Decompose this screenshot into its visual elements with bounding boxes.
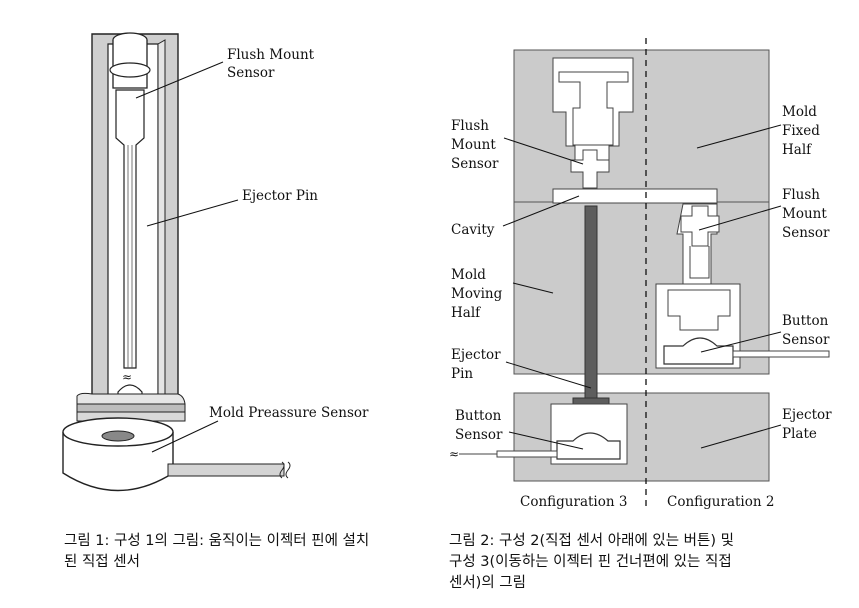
label-configuration-2: Configuration 2: [667, 494, 774, 510]
button-cable-right: [732, 350, 830, 358]
leader-fixed-half: [696, 124, 782, 149]
cable-break2: [285, 461, 291, 479]
label-moving-half-2: Moving: [451, 286, 503, 302]
leader-flush-mount: [135, 61, 224, 99]
cable-break: [279, 461, 285, 479]
label-ejector-plate-2: Plate: [782, 426, 817, 442]
figure1-illustration: ≈: [62, 32, 291, 492]
leader-flush-right: [698, 205, 782, 231]
leader-ejector-pin-2: [505, 361, 592, 389]
leader-moving-half: [512, 282, 554, 294]
label-configuration-3: Configuration 3: [520, 494, 627, 510]
label-flush-mount-2: Sensor: [227, 65, 275, 81]
ejector-pin-dark: [584, 205, 598, 399]
button-sensor-left: [556, 432, 621, 460]
label-flush-left-2: Mount: [451, 137, 496, 153]
label-flush-right-1: Flush: [782, 187, 820, 203]
leader-button-left: [508, 431, 584, 450]
pressure-sensor-body: [62, 432, 174, 492]
cavity: [552, 188, 718, 204]
label-flush-left-1: Flush: [451, 118, 489, 134]
label-flush-mount-1: Flush Mount: [227, 47, 315, 63]
leader-ejector-plate: [700, 424, 782, 449]
label-fixed-half-2: Fixed: [782, 123, 820, 139]
break-mark: ≈: [122, 370, 132, 384]
figure2-illustration: ≈: [449, 38, 830, 508]
plate-layer-3: [76, 392, 186, 405]
flush-sensor-stem-right: [689, 246, 710, 279]
label-ejector-plate-1: Ejector: [782, 407, 832, 423]
leader-ejector-pin: [146, 199, 239, 227]
figure1-caption-line1: 그림 1: 구성 1의 그림: 움직이는 이젝터 핀에 설치: [64, 533, 370, 549]
label-moving-half-1: Mold: [451, 267, 486, 283]
label-flush-left-3: Sensor: [451, 156, 499, 172]
button-cable-left: [496, 450, 558, 458]
figure2-caption: 그림 2: 구성 2(직접 센서 아래에 있는 버튼) 및 구성 3(이동하는 …: [449, 531, 734, 594]
cable-break-left: ≈: [449, 447, 459, 461]
flush-sensor-ring: [109, 62, 151, 78]
plate-layer-1: [76, 403, 186, 413]
leader-flush-left: [503, 137, 584, 165]
label-flush-right-2: Mount: [782, 206, 827, 222]
pressure-sensor-button: [101, 430, 135, 442]
flush-sensor-inner-right: [667, 289, 731, 331]
label-fixed-half-1: Mold: [782, 104, 817, 120]
leader-cavity: [502, 195, 580, 227]
ejector-pin-body: [115, 89, 145, 369]
leader-button-right: [700, 331, 782, 353]
mold-fixed-half: [513, 49, 770, 203]
pressure-sensor-cable: [167, 463, 285, 477]
label-fixed-half-3: Half: [782, 142, 812, 158]
label-ejector-pin-1: Ejector Pin: [242, 188, 318, 204]
flush-sensor-inner-left: [558, 71, 629, 146]
label-cavity: Cavity: [451, 222, 495, 238]
label-button-left-2: Sensor: [455, 427, 503, 443]
label-button-right-2: Sensor: [782, 332, 830, 348]
label-ejector-pin-2a: Ejector: [451, 347, 501, 363]
label-moving-half-3: Half: [451, 305, 481, 321]
figure2-caption-line1: 그림 2: 구성 2(직접 센서 아래에 있는 버튼) 및: [449, 533, 734, 549]
figure1-caption-line2: 된 직접 센서: [64, 554, 140, 570]
figure2-caption-line2: 구성 3(이동하는 이젝터 핀 건너편에 있는 직접: [449, 554, 732, 570]
label-ejector-pin-2b: Pin: [451, 366, 473, 382]
label-button-left-1: Button: [455, 408, 502, 424]
figure1-caption: 그림 1: 구성 1의 그림: 움직이는 이젝터 핀에 설치 된 직접 센서: [64, 531, 369, 573]
flush-sensor-head-right: [680, 205, 720, 247]
label-mold-pressure-sensor: Mold Preassure Sensor: [209, 405, 369, 421]
figure2-caption-line3: 센서)의 그림: [449, 575, 526, 591]
leader-mold-pressure: [151, 420, 219, 453]
label-button-right-1: Button: [782, 313, 829, 329]
mold-wall-right: [157, 39, 166, 399]
label-flush-right-3: Sensor: [782, 225, 830, 241]
